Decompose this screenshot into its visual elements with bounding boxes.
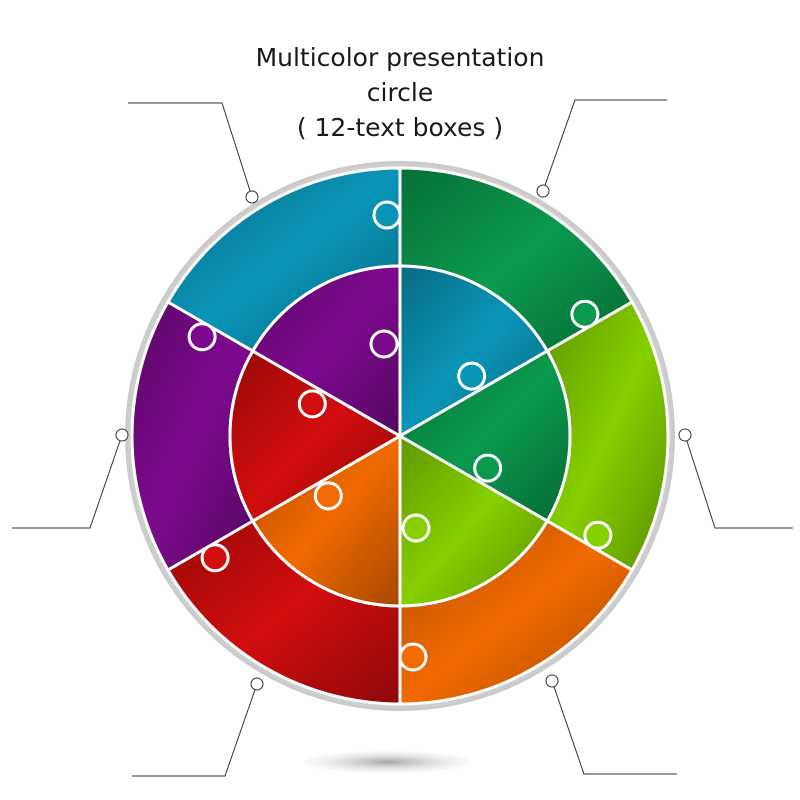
- inner-piece-bottom-left: [251, 434, 402, 608]
- puzzle-tab: [583, 520, 613, 550]
- puzzle-tab: [369, 329, 399, 359]
- inner-piece-right: [398, 349, 572, 523]
- callout-anchor-dot: [678, 428, 692, 442]
- inner-ring: [228, 264, 572, 608]
- puzzle-tab: [372, 200, 402, 230]
- inner-piece-top-left: [251, 264, 402, 438]
- callout-leader-line: [128, 102, 253, 198]
- callout-anchor-dot: [250, 677, 264, 691]
- title-line-2: circle: [366, 78, 434, 107]
- callout-leaders: [12, 99, 793, 777]
- diagram-title: Multicolor presentation circle ( 12-text…: [150, 40, 650, 145]
- puzzle-tab: [401, 513, 431, 543]
- puzzle-tab: [457, 361, 487, 391]
- puzzle-tabs: [187, 200, 613, 672]
- puzzle-tab: [313, 481, 343, 511]
- callout-leader-line: [542, 99, 667, 192]
- callout-leader-line: [551, 680, 677, 775]
- puzzle-tab: [473, 453, 503, 483]
- callout-anchor-dot: [115, 428, 129, 442]
- base-shadow: [304, 751, 472, 773]
- callout-leader-line: [132, 683, 258, 777]
- puzzle-tab: [570, 299, 600, 329]
- callout-anchor-dot: [245, 190, 259, 204]
- inner-piece-top-right: [398, 264, 549, 438]
- callout-anchor-dot: [536, 184, 550, 198]
- callout-leader-line: [684, 434, 793, 529]
- puzzle-tab: [297, 389, 327, 419]
- inner-piece-left: [228, 349, 402, 523]
- title-line-3: ( 12-text boxes ): [296, 113, 504, 142]
- title-line-1: Multicolor presentation: [255, 43, 545, 72]
- puzzle-tab: [398, 642, 428, 672]
- puzzle-tab: [200, 543, 230, 573]
- callout-anchor-dot: [545, 674, 559, 688]
- inner-piece-bottom-right: [398, 434, 549, 608]
- puzzle-tab: [187, 322, 217, 352]
- callout-leader-line: [12, 434, 123, 529]
